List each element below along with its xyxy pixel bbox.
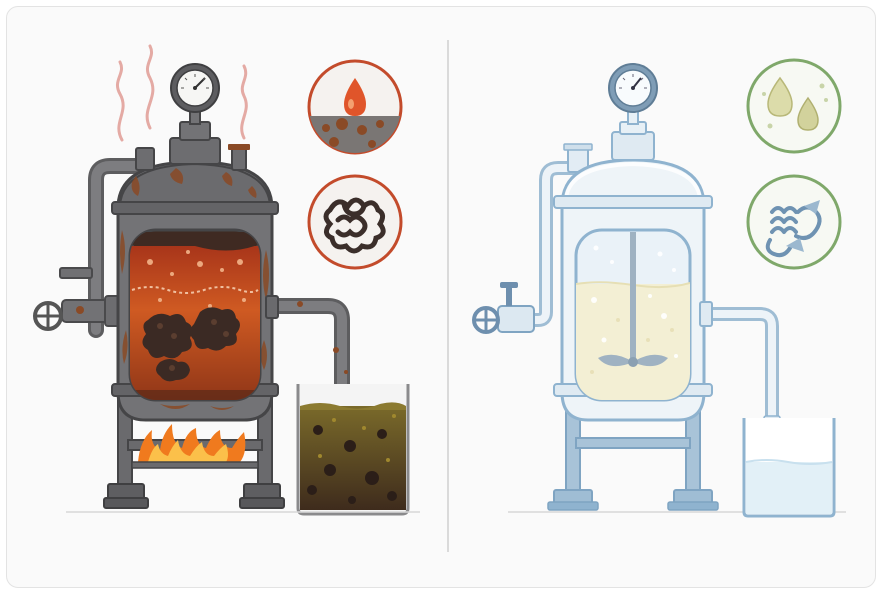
pressure-gauge-icon [171,64,219,112]
droplets-icon [748,60,840,152]
rust-drop-icon [309,61,401,156]
valve-icon [474,282,534,332]
clean-reactor [474,60,840,516]
flame-icon [132,424,258,468]
tangled-aggregate-icon [309,176,401,268]
clean-water-beaker [744,418,834,516]
pressure-gauge-icon [609,64,657,112]
pipe-flange [60,268,92,278]
folded-protein-icon [748,176,840,268]
rusted-reactor [35,46,408,514]
sludge-beaker [298,384,408,514]
